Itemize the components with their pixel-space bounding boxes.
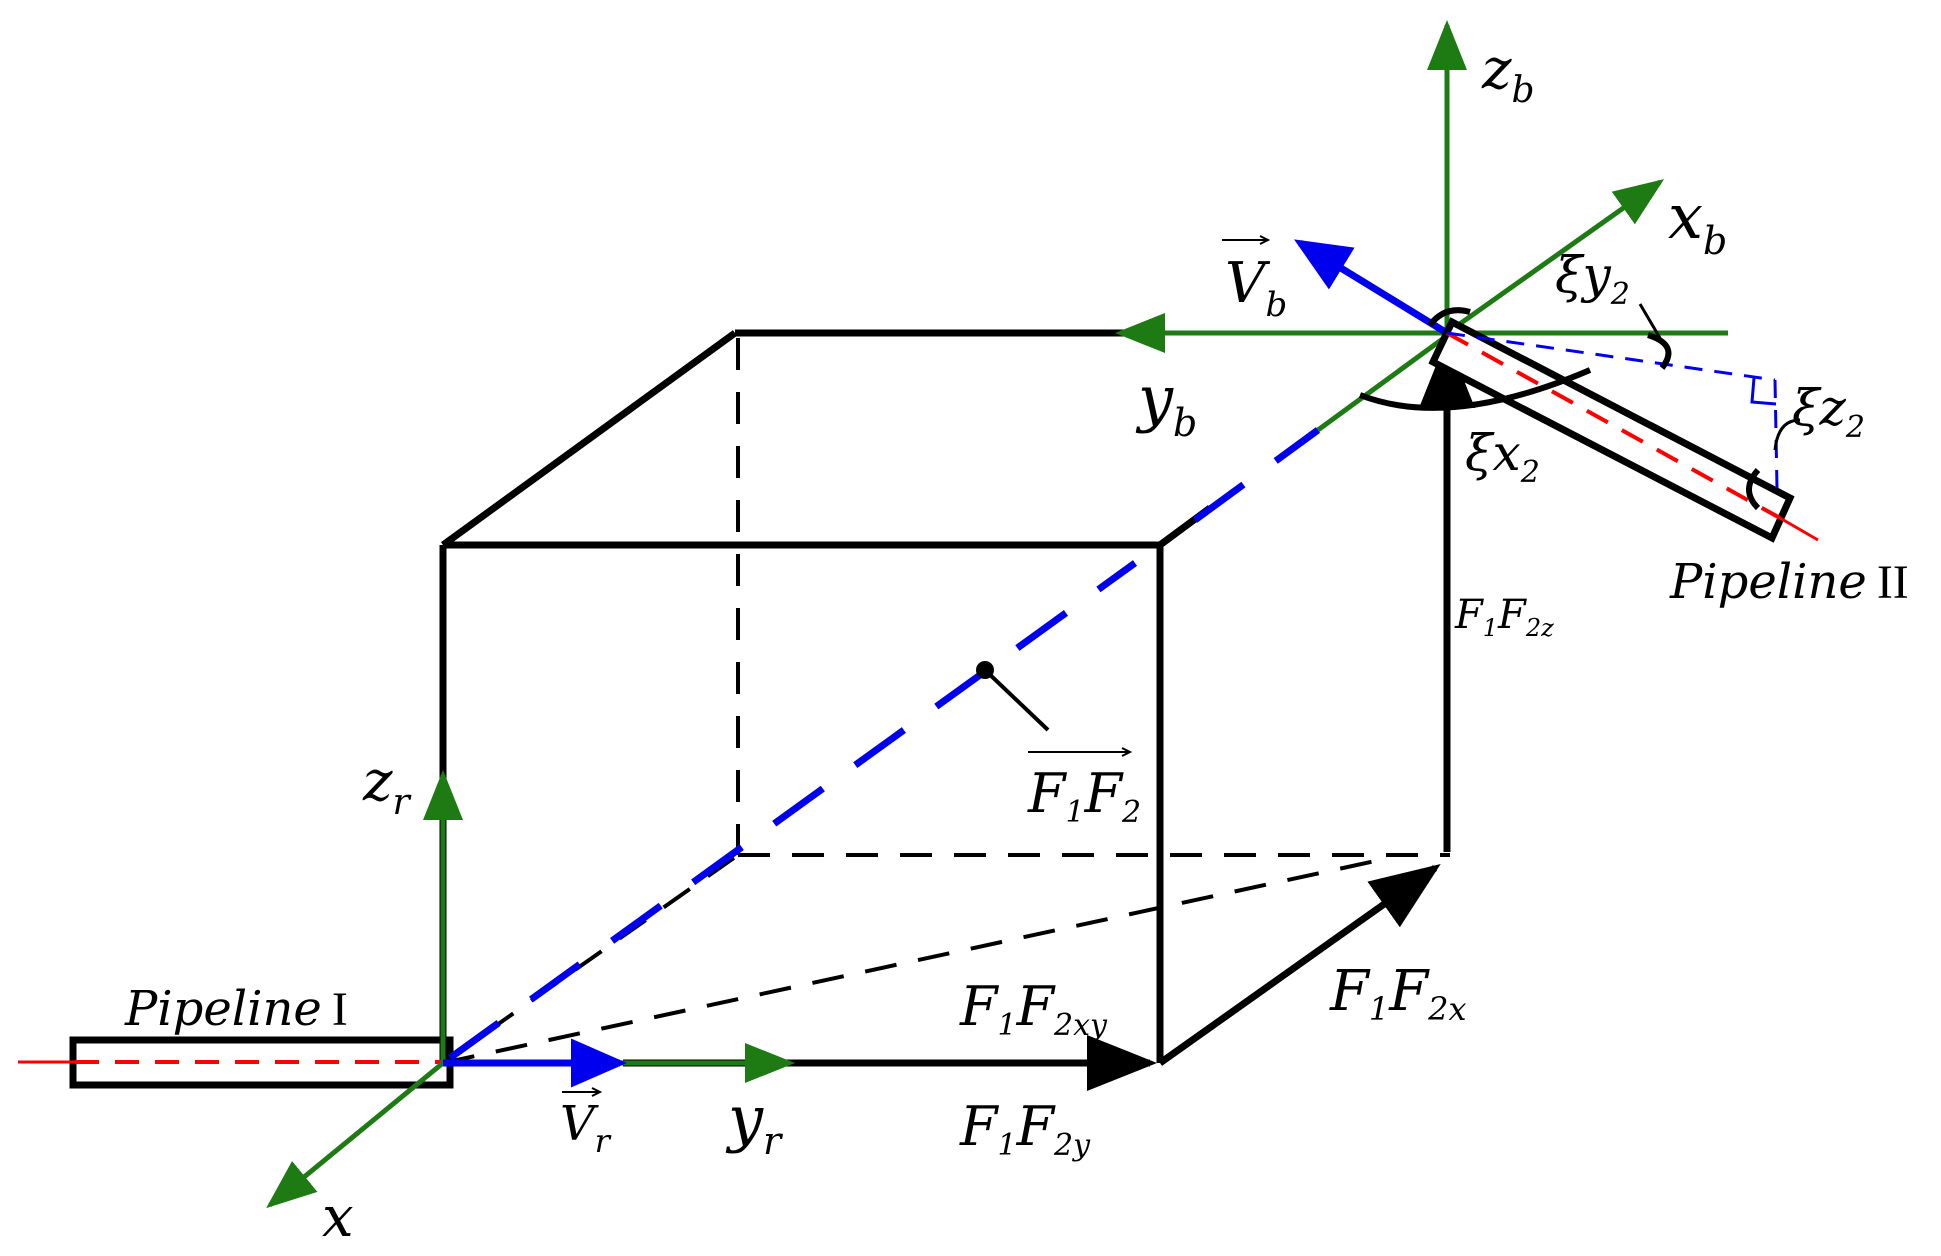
zr-label: zr — [362, 749, 412, 823]
x-axis — [266, 1061, 445, 1209]
vr-label: Vr — [560, 1087, 612, 1160]
vb-arrow — [1294, 239, 1449, 336]
svg-text:Vb: Vb — [1225, 251, 1287, 325]
f1f2xy-label: F1F2xy — [959, 975, 1108, 1043]
frame-b-axes — [1115, 20, 1728, 353]
pipeline-1 — [18, 1036, 454, 1089]
yr-label: yr — [725, 1082, 784, 1163]
vb-overarrow-head — [1259, 235, 1271, 245]
vr-overarrow-head — [591, 1087, 603, 1097]
xi-z2-label: ξz2 — [1792, 379, 1865, 445]
f1f2-dashed-vector-upper — [1192, 427, 1321, 523]
xb-axis-negative — [1316, 332, 1450, 433]
x-axis-label: x — [322, 1185, 354, 1250]
xb-label: xb — [1668, 180, 1727, 263]
xi-x2-arc — [1358, 367, 1592, 411]
f1f2-label-leader — [983, 668, 1050, 732]
pipeline-2-centerline — [1446, 331, 1781, 520]
pipeline-2-centerline-tail — [1779, 516, 1819, 542]
cube-top-left-edge — [440, 330, 738, 548]
f1f2-label: F1F2 — [1027, 747, 1141, 830]
xi-z2-arc — [1746, 467, 1761, 511]
xb-axis — [1445, 179, 1665, 336]
xi-x2-arc-top — [1427, 307, 1471, 327]
xi-y2-leader — [1638, 303, 1662, 339]
f1f2x-arrow — [1157, 863, 1441, 1066]
f1f2z-label: F1F2z — [1454, 592, 1554, 642]
yb-label: yb — [1135, 362, 1197, 445]
angle-construction — [1446, 331, 1779, 489]
f1f2-diagonal — [447, 332, 1450, 1061]
f1f2y-label: F1F2y — [959, 1095, 1091, 1163]
zb-label: zb — [1481, 37, 1535, 111]
f1f2-overarrow-head — [1121, 747, 1133, 757]
xi-y2-arc — [1647, 332, 1672, 370]
force-components — [623, 338, 1475, 1091]
f1f2-dashed-vector — [447, 560, 1138, 1061]
angle-arcs — [1358, 303, 1801, 511]
frame-r-axes — [266, 770, 795, 1209]
xi-z2-leader — [1773, 418, 1801, 451]
vb-label: Vb — [1222, 235, 1287, 325]
xi-y2-label: ξy2 — [1555, 246, 1630, 312]
svg-text:F1F2: F1F2 — [1027, 762, 1141, 830]
xi-projection-line — [1446, 331, 1776, 382]
pipeline-2 — [1428, 317, 1819, 543]
svg-text:Vr: Vr — [560, 1096, 612, 1160]
right-angle-mark — [1750, 377, 1777, 406]
xi-x2-label: ξx2 — [1465, 424, 1540, 490]
f1f2x-label: F1F2x — [1329, 959, 1466, 1028]
cube-frame — [439, 329, 1213, 1063]
xi-vertical-line — [1773, 379, 1779, 489]
